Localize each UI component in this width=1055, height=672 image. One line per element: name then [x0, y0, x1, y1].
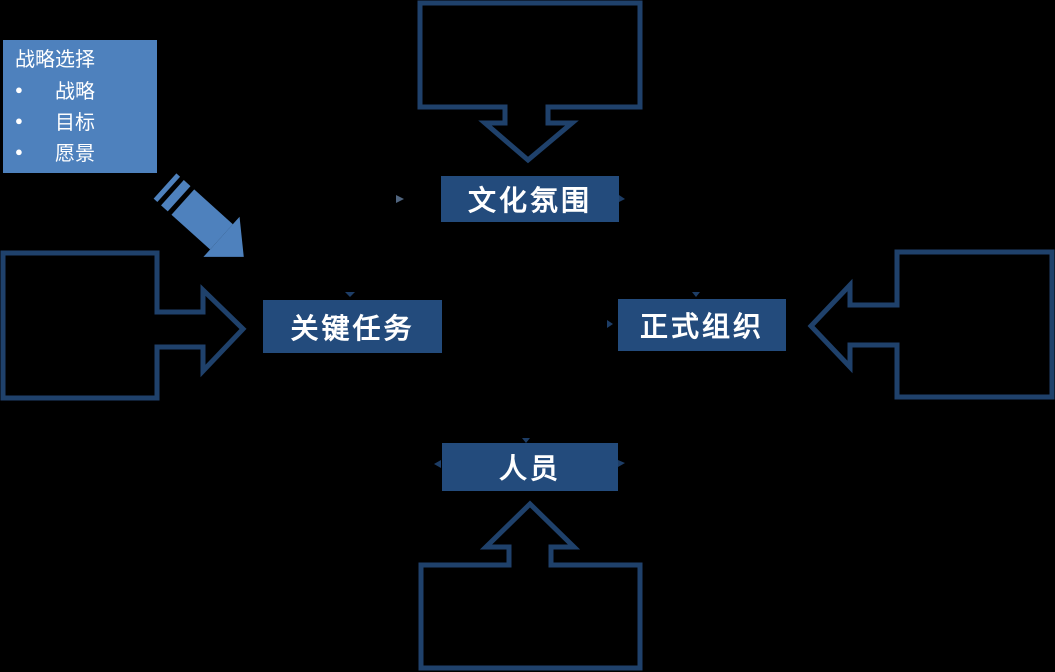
strategy-panel-item: ● 愿景 [15, 136, 153, 167]
strategy-panel-item: ● 战略 [15, 74, 153, 105]
bullet-icon: ● [15, 82, 23, 97]
connector-arrowhead-icon [619, 195, 625, 202]
bullet-icon: ● [15, 144, 23, 159]
striped-arrow-icon [153, 173, 244, 257]
connector-arrowhead-icon [345, 292, 355, 297]
node-people: 人员 [442, 443, 618, 491]
strategy-panel-item-label: 愿景 [55, 143, 95, 165]
connector-arrowhead-icon [522, 438, 530, 443]
left-input-box-with-right-arrow-outline [0, 250, 247, 401]
right-input-box-with-left-arrow-outline [807, 249, 1055, 400]
connector-arrowhead-icon [434, 460, 441, 468]
top-input-box-with-down-arrow-outline [417, 0, 643, 164]
connector-arrowhead-icon [692, 292, 700, 297]
bullet-icon: ● [15, 113, 23, 128]
strategy-selection-panel: 战略选择 ● 战略 ● 目标 ● 愿景 [3, 40, 157, 173]
strategy-panel-item-label: 目标 [55, 112, 95, 134]
node-key-tasks: 关键任务 [263, 300, 442, 353]
node-formal-organization: 正式组织 [618, 299, 786, 351]
node-culture-climate: 文化氛围 [441, 176, 619, 222]
strategy-panel-title: 战略选择 [15, 49, 95, 71]
connector-arrowhead-icon [618, 460, 625, 467]
strategy-panel-item: ● 目标 [15, 105, 153, 136]
strategy-panel-item-label: 战略 [55, 81, 95, 103]
connector-arrowhead-icon [607, 320, 613, 328]
connector-arrowhead-icon [396, 195, 404, 203]
bottom-input-box-with-up-arrow-outline [418, 500, 643, 671]
